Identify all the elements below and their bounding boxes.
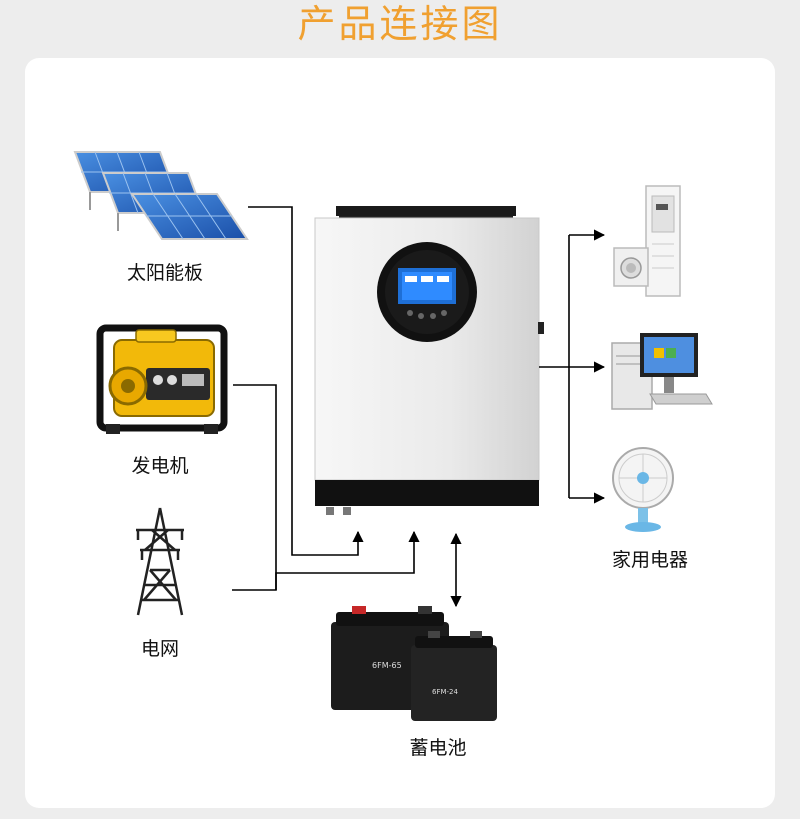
computer-icon bbox=[611, 333, 713, 410]
washing-machine-icon bbox=[613, 247, 649, 287]
connection-lines bbox=[232, 206, 606, 608]
air-conditioner-icon bbox=[645, 185, 681, 297]
battery-label: 蓄电池 bbox=[409, 737, 467, 759]
battery-large-label: 6FM-65 bbox=[372, 661, 402, 670]
power-tower-icon bbox=[136, 507, 184, 616]
fan-icon bbox=[612, 447, 674, 532]
page-title: 产品连接图 bbox=[297, 2, 503, 46]
generator-icon bbox=[96, 324, 228, 434]
solar-panel-icon bbox=[73, 151, 249, 240]
appliances-label: 家用电器 bbox=[611, 549, 688, 571]
inverter-icon bbox=[314, 206, 544, 515]
battery-icon: 6FM-65 6FM-24 bbox=[331, 606, 497, 721]
grid-label: 电网 bbox=[140, 638, 179, 660]
battery-small-label: 6FM-24 bbox=[432, 688, 458, 696]
solar-label: 太阳能板 bbox=[126, 262, 203, 284]
generator-label: 发电机 bbox=[131, 455, 189, 477]
